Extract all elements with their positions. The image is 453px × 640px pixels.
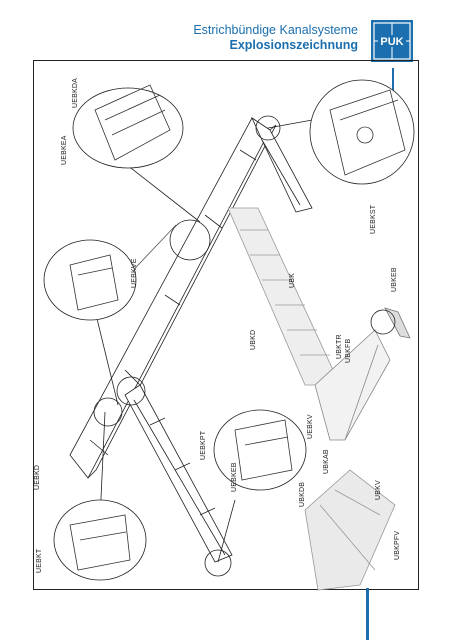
label-ubkd: UBKD [250,329,257,350]
puk-logo: PUK [371,20,413,62]
trough-l-shape [314,329,391,441]
detail-circle-left [93,397,123,427]
detail-circle-bend [255,115,281,141]
logo-text: PUK [380,36,403,48]
detail-oval-uebkst [309,79,415,185]
end-cap-part [384,307,411,339]
label-ubkfb: UBKFB [345,338,352,363]
label-uebkeb: UEBKEB [231,462,238,492]
label-ubkv: UBKV [375,480,382,500]
top-bend-channel [251,116,313,213]
detail-circle-tee [169,219,211,261]
label-uebkea: UEBKEA [61,135,68,165]
detail-oval-uebkve [43,239,137,321]
accent-line-bottom [366,588,369,640]
label-uebkpt: UEBKPT [200,430,207,460]
accent-line-top [392,68,394,98]
lower-branch-channel [124,384,233,563]
lower-grey-piece [304,469,396,591]
cover-grid [227,207,341,386]
detail-oval-uebkt [53,499,147,581]
label-ubkab: UBKAB [323,449,330,474]
label-uebkv: UEBKV [307,414,314,439]
detail-oval-uebkeb [213,409,307,491]
label-uebkda: UEBKDA [72,78,79,108]
label-ubkeb: UBKEB [391,267,398,292]
detail-circle-grid [370,309,396,335]
label-ubkdb: UBKDB [299,481,306,507]
detail-circle-cross [116,376,146,406]
header-title: Estrichbündige Kanalsysteme [193,23,358,37]
label-uebkd: UEBKD [34,464,41,490]
label-uebkt: UEBKT [36,548,43,573]
label-uebkve: UEBKVE [131,258,138,288]
detail-circle-end [204,549,232,577]
drawing-frame [33,60,419,590]
label-uebkst: UEBKST [370,204,377,234]
label-ubk: UBK [289,273,296,288]
header-subtitle: Explosionszeichnung [229,38,359,52]
label-ubktr: UBKTR [336,334,343,359]
detail-oval-uebkda [72,87,184,169]
label-ubkpfv: UBKPFV [394,530,401,560]
